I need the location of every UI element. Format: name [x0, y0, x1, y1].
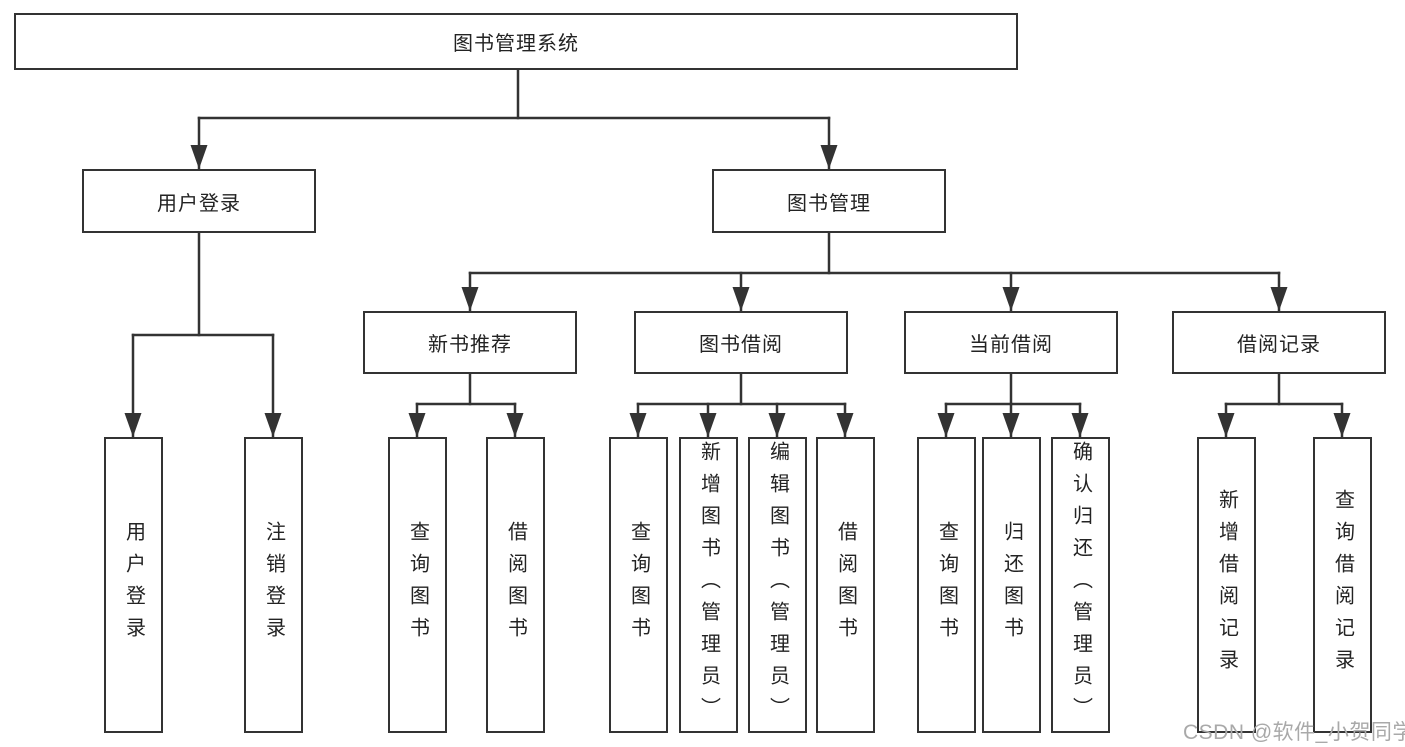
leaf-query-books-recommend: 查询图书 — [388, 437, 447, 733]
leaf-add-borrow-record: 新增借阅记录 — [1197, 437, 1256, 733]
node-label: 借阅图书 — [504, 521, 527, 649]
node-book-management: 图书管理 — [712, 169, 946, 233]
leaf-logout: 注销登录 — [244, 437, 303, 733]
node-label: 查询借阅记录 — [1331, 489, 1354, 681]
node-current-borrowing: 当前借阅 — [904, 311, 1118, 374]
node-label: 新书推荐 — [428, 334, 512, 356]
leaf-return-books: 归还图书 — [982, 437, 1041, 733]
node-label: 查询图书 — [935, 521, 958, 649]
node-label: 归还图书 — [1000, 521, 1023, 649]
leaf-borrow-books: 借阅图书 — [816, 437, 875, 733]
node-label: 当前借阅 — [969, 334, 1053, 356]
node-label: 注销登录 — [262, 521, 285, 649]
node-label: 图书管理 — [787, 192, 871, 215]
node-label: 新增图书（管理员） — [697, 441, 720, 729]
node-library-management-system: 图书管理系统 — [14, 13, 1018, 70]
node-label: 查询图书 — [627, 521, 650, 649]
node-borrowing-records: 借阅记录 — [1172, 311, 1386, 374]
node-label: 图书管理系统 — [453, 33, 579, 55]
leaf-query-books-borrow: 查询图书 — [609, 437, 668, 733]
node-label: 查询图书 — [406, 521, 429, 649]
node-new-book-recommendation: 新书推荐 — [363, 311, 577, 374]
leaf-edit-books-admin: 编辑图书（管理员） — [748, 437, 807, 733]
leaf-query-books-current: 查询图书 — [917, 437, 976, 733]
node-label: 用户登录 — [157, 192, 241, 215]
node-label: 用户登录 — [122, 521, 145, 649]
leaf-query-borrow-record: 查询借阅记录 — [1313, 437, 1372, 733]
node-book-borrowing: 图书借阅 — [634, 311, 848, 374]
node-label: 借阅记录 — [1237, 334, 1321, 356]
leaf-borrow-books-recommend: 借阅图书 — [486, 437, 545, 733]
leaf-user-login: 用户登录 — [104, 437, 163, 733]
node-user-login: 用户登录 — [82, 169, 316, 233]
node-label: 新增借阅记录 — [1215, 489, 1238, 681]
node-label: 编辑图书（管理员） — [766, 441, 789, 729]
csdn-watermark: CSDN @软件_小贺同学 — [1183, 721, 1405, 744]
node-label: 借阅图书 — [834, 521, 857, 649]
leaf-add-books-admin: 新增图书（管理员） — [679, 437, 738, 733]
leaf-confirm-return-admin: 确认归还（管理员） — [1051, 437, 1110, 733]
node-label: 图书借阅 — [699, 334, 783, 356]
node-label: 确认归还（管理员） — [1069, 441, 1092, 729]
